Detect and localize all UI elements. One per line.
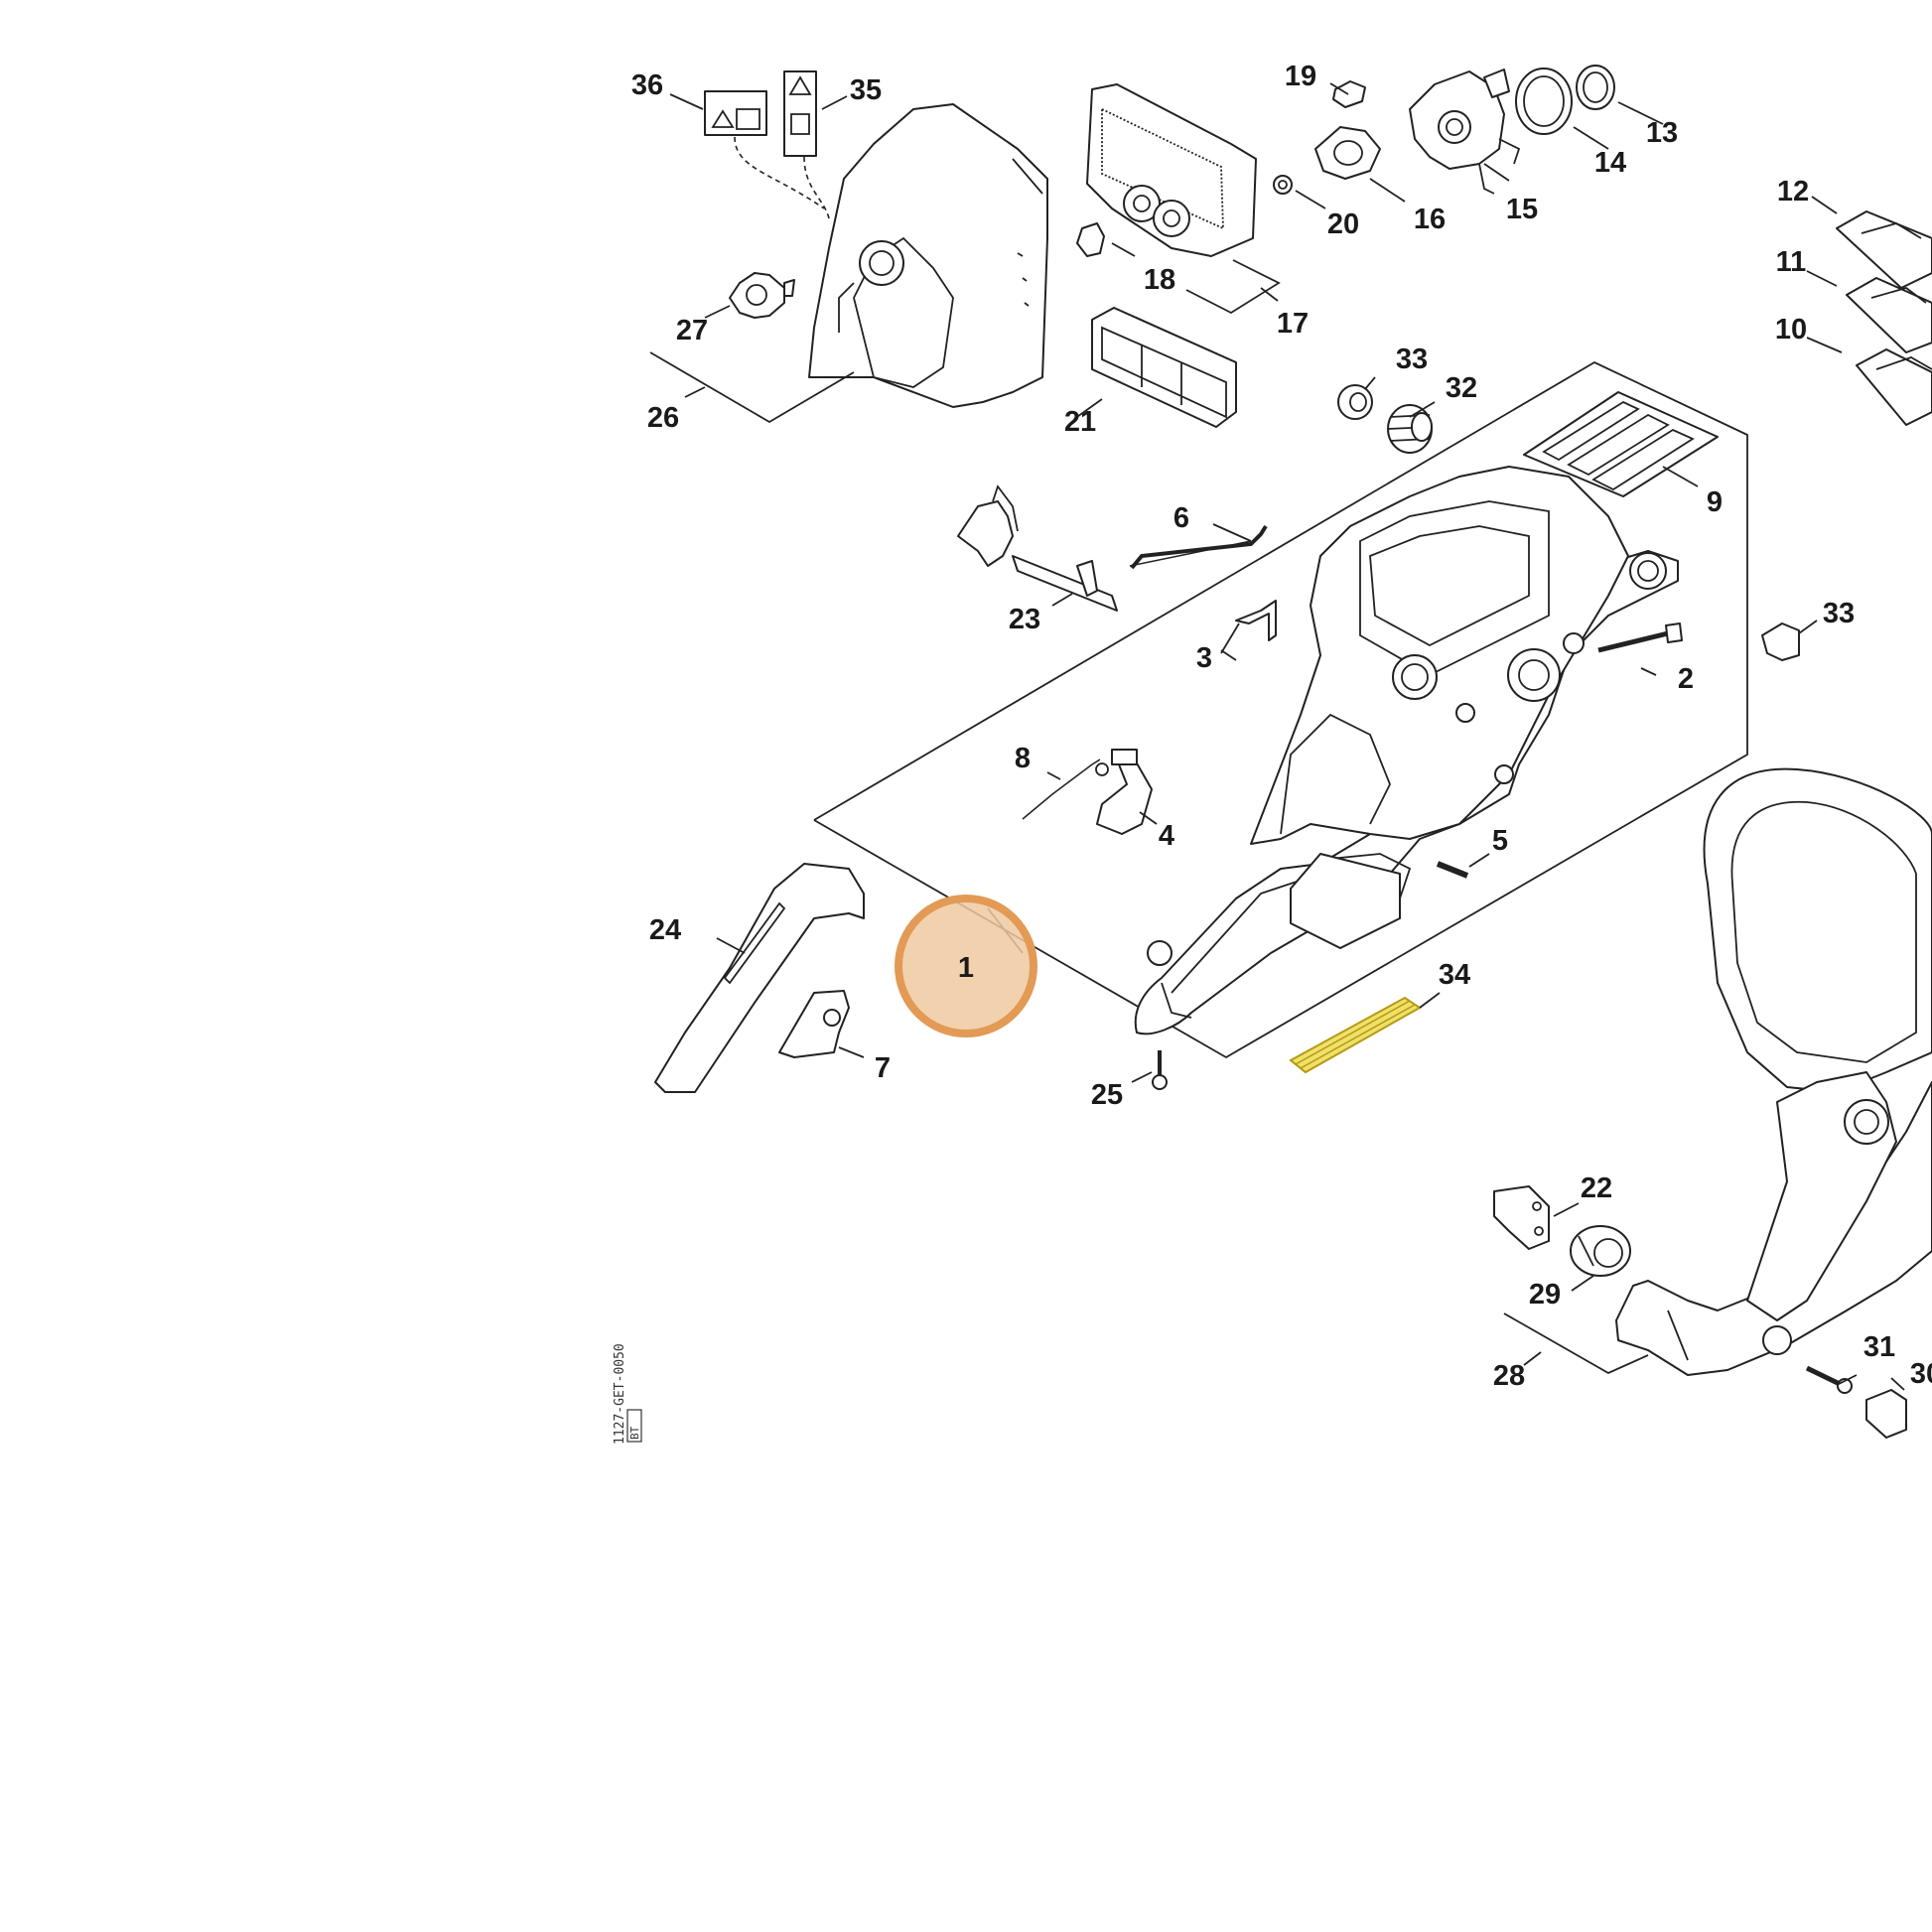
gasket-part-14[interactable] bbox=[1515, 68, 1573, 135]
drawing-code-box-text: BT bbox=[628, 1426, 641, 1440]
label-part-36[interactable] bbox=[704, 90, 767, 136]
part-label-4[interactable]: 4 bbox=[1159, 820, 1174, 852]
gasket-part-16[interactable] bbox=[1314, 126, 1381, 180]
air-filter-part-17[interactable] bbox=[1086, 83, 1257, 257]
part-label-20[interactable]: 20 bbox=[1327, 208, 1359, 240]
lever-part-4[interactable] bbox=[1096, 749, 1153, 835]
part-label-19[interactable]: 19 bbox=[1285, 61, 1316, 92]
label-dashes bbox=[734, 136, 825, 209]
part-label-24[interactable]: 24 bbox=[649, 914, 681, 946]
part-label-12[interactable]: 12 bbox=[1777, 176, 1809, 207]
part-label-30[interactable]: 30 bbox=[1910, 1358, 1932, 1390]
part-label-32[interactable]: 32 bbox=[1446, 372, 1477, 404]
buffer-part-22[interactable] bbox=[1493, 1185, 1550, 1250]
front-handle-part[interactable] bbox=[1703, 767, 1932, 1321]
part-label-1[interactable]: 1 bbox=[958, 952, 974, 984]
part-label-36[interactable]: 36 bbox=[631, 69, 663, 101]
part-label-34[interactable]: 34 bbox=[1439, 959, 1470, 991]
buffer-part-33-top[interactable] bbox=[1337, 384, 1373, 420]
part-label-3[interactable]: 3 bbox=[1196, 642, 1212, 674]
spring-part-32[interactable] bbox=[1387, 404, 1433, 454]
part-label-35[interactable]: 35 bbox=[850, 74, 882, 106]
cover-part-24[interactable] bbox=[654, 863, 865, 1093]
screw-part-25[interactable] bbox=[1152, 1050, 1168, 1090]
part-label-14[interactable]: 14 bbox=[1594, 147, 1626, 179]
part-label-16[interactable]: 16 bbox=[1414, 204, 1446, 235]
ring-part-13[interactable] bbox=[1576, 65, 1615, 110]
part-label-27[interactable]: 27 bbox=[676, 315, 708, 346]
part-label-33-right[interactable]: 33 bbox=[1823, 598, 1855, 629]
prefilter-part-21[interactable] bbox=[1091, 307, 1237, 428]
part-label-29[interactable]: 29 bbox=[1529, 1279, 1561, 1311]
lever-part-7[interactable] bbox=[778, 990, 850, 1058]
part-label-6[interactable]: 6 bbox=[1173, 502, 1189, 534]
part-label-2[interactable]: 2 bbox=[1678, 663, 1694, 695]
part-label-9[interactable]: 9 bbox=[1707, 486, 1723, 518]
decal-part-12[interactable] bbox=[1836, 210, 1932, 289]
part-label-11[interactable]: 11 bbox=[1776, 246, 1807, 278]
highlight-marker[interactable] bbox=[895, 895, 1037, 1037]
handle-part-28[interactable] bbox=[1615, 1081, 1932, 1376]
rod-part-6[interactable] bbox=[1129, 524, 1268, 570]
part-label-8[interactable]: 8 bbox=[1015, 743, 1031, 774]
part-label-31[interactable]: 31 bbox=[1863, 1331, 1895, 1363]
part-label-10[interactable]: 10 bbox=[1775, 314, 1807, 345]
part-label-33-top[interactable]: 33 bbox=[1396, 344, 1428, 375]
part-label-17[interactable]: 17 bbox=[1277, 308, 1309, 340]
nut-part-18[interactable] bbox=[1076, 222, 1105, 257]
clip-part-3[interactable] bbox=[1235, 600, 1277, 641]
drawing-code-box: BT bbox=[626, 1409, 642, 1443]
part-label-7[interactable]: 7 bbox=[875, 1052, 891, 1084]
engine-housing-part[interactable] bbox=[1134, 466, 1679, 1035]
part-label-18[interactable]: 18 bbox=[1144, 264, 1175, 296]
part-label-25[interactable]: 25 bbox=[1091, 1079, 1123, 1111]
part-label-15[interactable]: 15 bbox=[1506, 194, 1538, 225]
spring-part-8[interactable] bbox=[1022, 759, 1109, 820]
nut-part-19[interactable] bbox=[1332, 80, 1366, 108]
linkage-part-23[interactable] bbox=[957, 484, 1118, 612]
cap-part-33-right[interactable] bbox=[1761, 622, 1800, 661]
spring-part-29[interactable] bbox=[1570, 1225, 1631, 1277]
part-label-22[interactable]: 22 bbox=[1581, 1173, 1612, 1204]
part-label-5[interactable]: 5 bbox=[1492, 825, 1508, 857]
part-label-23[interactable]: 23 bbox=[1009, 604, 1040, 635]
part-label-21[interactable]: 21 bbox=[1064, 406, 1096, 438]
carburetor-part-15[interactable] bbox=[1409, 69, 1521, 195]
label-part-35[interactable] bbox=[783, 70, 817, 157]
knob-part-27[interactable] bbox=[729, 272, 795, 319]
shroud-part-26[interactable] bbox=[808, 103, 1048, 408]
part-number-labels: 1 2 3 4 5 6 7 8 9 10 11 12 13 14 15 16 1… bbox=[631, 61, 1932, 1392]
part-label-28[interactable]: 28 bbox=[1493, 1360, 1525, 1392]
pin-part-5[interactable] bbox=[1436, 861, 1469, 879]
nut-part-20[interactable] bbox=[1273, 175, 1293, 195]
screw-part-2[interactable] bbox=[1597, 622, 1683, 653]
decal-part-11[interactable] bbox=[1846, 277, 1932, 353]
cap-part-30[interactable] bbox=[1865, 1389, 1907, 1439]
drawing-code: 1127-GET-0050 bbox=[613, 1343, 627, 1445]
leader-lines bbox=[649, 82, 1905, 1391]
drawing-code-text: 1127-GET-0050 bbox=[613, 1343, 627, 1445]
label-dashes-2 bbox=[803, 156, 830, 219]
part-label-13[interactable]: 13 bbox=[1646, 117, 1678, 149]
decal-part-9[interactable] bbox=[1523, 391, 1719, 497]
part-label-26[interactable]: 26 bbox=[647, 402, 679, 434]
decal-part-10[interactable] bbox=[1856, 348, 1932, 426]
